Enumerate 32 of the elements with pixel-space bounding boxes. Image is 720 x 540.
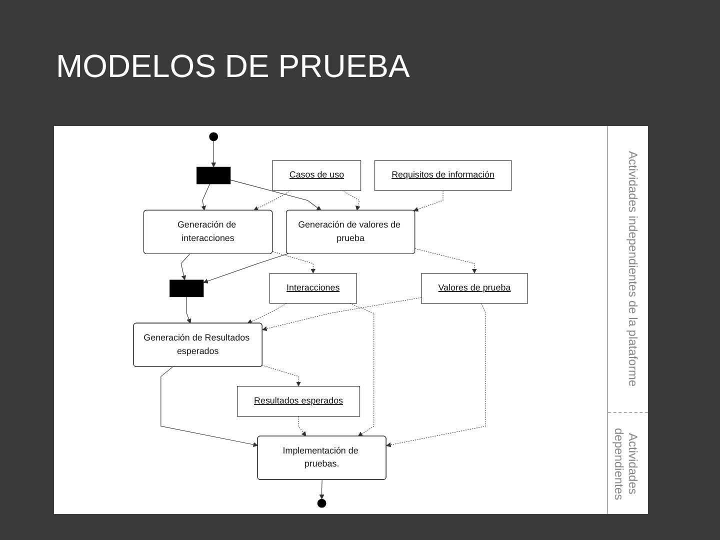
arrow	[413, 190, 444, 212]
swimlane-label: Actividades independientes de la plataforme	[608, 126, 648, 414]
node-box	[272, 160, 362, 191]
arrow	[342, 190, 360, 211]
arrow	[160, 366, 258, 447]
arrow	[262, 297, 422, 332]
node-circle	[209, 132, 218, 142]
node-bar	[170, 280, 204, 298]
arrow	[203, 253, 288, 284]
swimlane-label: Actividades dependientes	[611, 426, 641, 502]
arrow	[272, 251, 316, 274]
arrow	[211, 140, 216, 168]
arrow	[262, 364, 301, 386]
arrow	[247, 303, 287, 324]
arrow	[414, 248, 477, 274]
node-bar	[196, 166, 231, 184]
activity-diagram: Generación de interacciones Casos de uso Generación de valores de prueba Requisitos de información Interacciones Valores de prueba Generación de Resultados esperados Resultados esperados Implementación de pruebas.	[54, 128, 607, 512]
arrow	[253, 190, 291, 211]
arrow	[319, 480, 324, 500]
arrow	[350, 303, 374, 436]
node-box	[269, 273, 357, 304]
node-circle	[317, 498, 326, 508]
arrow	[180, 254, 190, 280]
arrow	[201, 184, 210, 211]
arrow	[298, 416, 306, 436]
node-box	[374, 160, 512, 191]
node-box	[421, 273, 528, 304]
arrow	[230, 180, 322, 211]
node-box	[236, 386, 360, 417]
arrow	[186, 296, 192, 324]
slide-title: MODELOS DE PRUEBA	[56, 48, 410, 85]
arrow	[386, 303, 486, 448]
